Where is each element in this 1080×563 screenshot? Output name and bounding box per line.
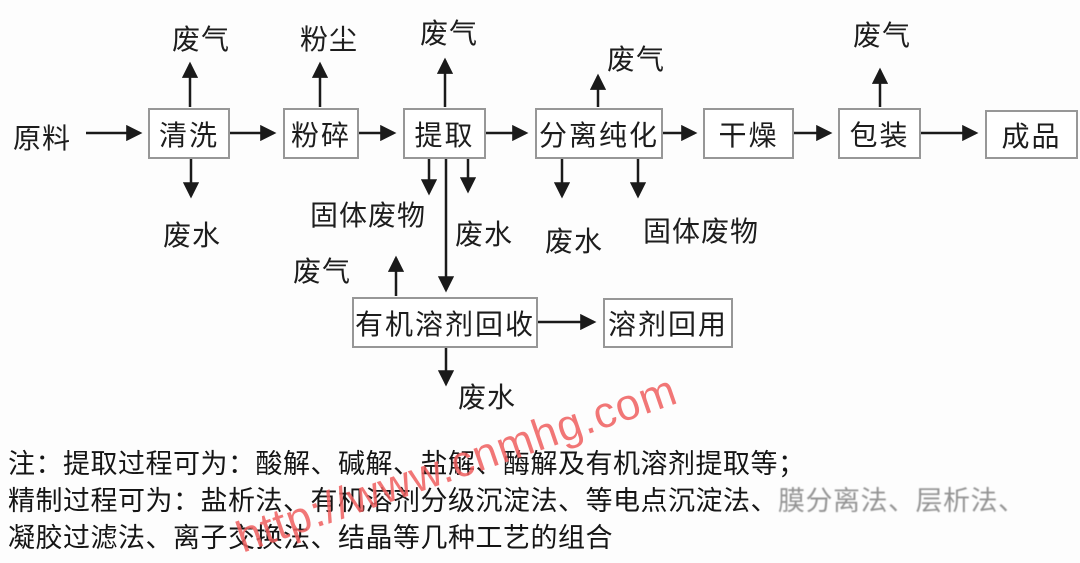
label-waste-gas-extraction: 废气 [420, 19, 479, 50]
box-packaging: 包装 [838, 108, 921, 159]
footnote-line2-main: 精制过程可为：盐析法、有机溶剂分级沉淀法、等电点沉淀法、 [8, 486, 778, 516]
box-drying: 干燥 [703, 108, 794, 159]
footnotes: 注：提取过程可为：酸解、碱解、盐解、酶解及有机溶剂提取等； 精制过程可为：盐析法… [8, 446, 1078, 557]
label-waste-water-separation: 废水 [545, 227, 604, 258]
footnote-line3: 凝胶过滤法、离子交换法、结晶等几种工艺的组合 [8, 523, 613, 553]
box-crushing: 粉碎 [283, 108, 359, 159]
label-waste-water-recovery: 废水 [458, 383, 517, 414]
box-washing: 清洗 [148, 108, 230, 159]
label-solid-waste-separation: 固体废物 [643, 217, 760, 248]
label-waste-water-washing: 废水 [163, 221, 222, 252]
label-waste-water-extraction: 废水 [455, 220, 514, 251]
label-waste-gas-packaging: 废气 [853, 21, 912, 52]
footnote-line2-faded: 膜分离法、层析法、 [778, 486, 1026, 516]
label-dust-crushing: 粉尘 [300, 25, 359, 56]
label-raw-material: 原料 [13, 124, 72, 155]
box-organic-solvent-recovery: 有机溶剂回收 [352, 297, 538, 348]
box-extraction: 提取 [403, 108, 486, 159]
footnote-line1: 注：提取过程可为：酸解、碱解、盐解、酶解及有机溶剂提取等； [8, 449, 806, 479]
label-solid-waste-extraction: 固体废物 [310, 201, 427, 232]
label-waste-gas-recovery: 废气 [293, 257, 352, 288]
footnote-line2: 精制过程可为：盐析法、有机溶剂分级沉淀法、等电点沉淀法、膜分离法、层析法、 [8, 483, 1078, 520]
box-separation-purification: 分离纯化 [535, 108, 663, 159]
label-waste-gas-washing: 废气 [172, 25, 231, 56]
box-finished-product: 成品 [985, 110, 1078, 159]
label-waste-gas-separation: 废气 [607, 45, 666, 76]
box-solvent-reuse: 溶剂回用 [603, 298, 733, 348]
